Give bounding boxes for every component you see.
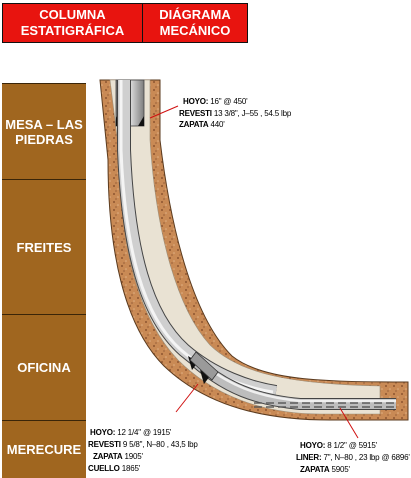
formation-freites: FREITES: [2, 179, 86, 314]
formation-label: OFICINA: [17, 360, 71, 375]
formation-label: MERECURE: [6, 442, 82, 457]
header-diagrama-label: DIÁGRAMA MECÁNICO: [159, 7, 231, 38]
cement-annulus: [109, 79, 381, 415]
header-estratigrafica-label: COLUMNA ESTATIGRÁFICA: [20, 7, 125, 38]
formation-label: FREITES: [16, 239, 72, 255]
leader-line-top: [149, 105, 179, 119]
formation-label: MESA – LAS PIEDRAS: [5, 116, 83, 147]
annotation-middle-shoe: ZAPATA 1905': [93, 452, 143, 461]
annotation-bottom-hole: HOYO: 8 1/2" @ 5915': [300, 441, 377, 450]
annotation-bottom-liner: LINER: 7", N–80 , 23 lbp @ 6896': [296, 453, 410, 462]
header-estratigrafica: COLUMNA ESTATIGRÁFICA: [2, 3, 143, 43]
liner-perforations: [254, 402, 394, 408]
formation-merecure: MERECURE: [2, 420, 86, 478]
annotation-middle-collar: CUELLO 1865': [88, 464, 141, 473]
liner-hanger: [189, 351, 219, 381]
annotation-top-hole: HOYO: 16" @ 450': [183, 97, 248, 106]
annotation-middle-casing: REVESTI 9 5/8", N–80 , 43,5 lbp: [88, 440, 198, 449]
intermediate-shoe-right: [200, 370, 210, 384]
formation-oficina: OFICINA: [2, 314, 86, 420]
annotation-bottom-shoe: ZAPATA 5905': [300, 465, 350, 474]
header-diagrama: DIÁGRAMA MECÁNICO: [142, 3, 248, 43]
annotation-middle-hole: HOYO: 12 1/4" @ 1915': [90, 428, 172, 437]
leader-line-middle: [175, 383, 199, 413]
leader-line-bottom: [339, 407, 359, 439]
annotation-top-shoe: ZAPATA 440': [179, 120, 225, 129]
annotation-top-casing: REVESTI 13 3/8", J–55 , 54.5 lbp: [179, 109, 292, 118]
surface-casing-shoe-right: [138, 116, 144, 126]
formation-mesa-las-piedras: MESA – LAS PIEDRAS: [2, 83, 86, 179]
